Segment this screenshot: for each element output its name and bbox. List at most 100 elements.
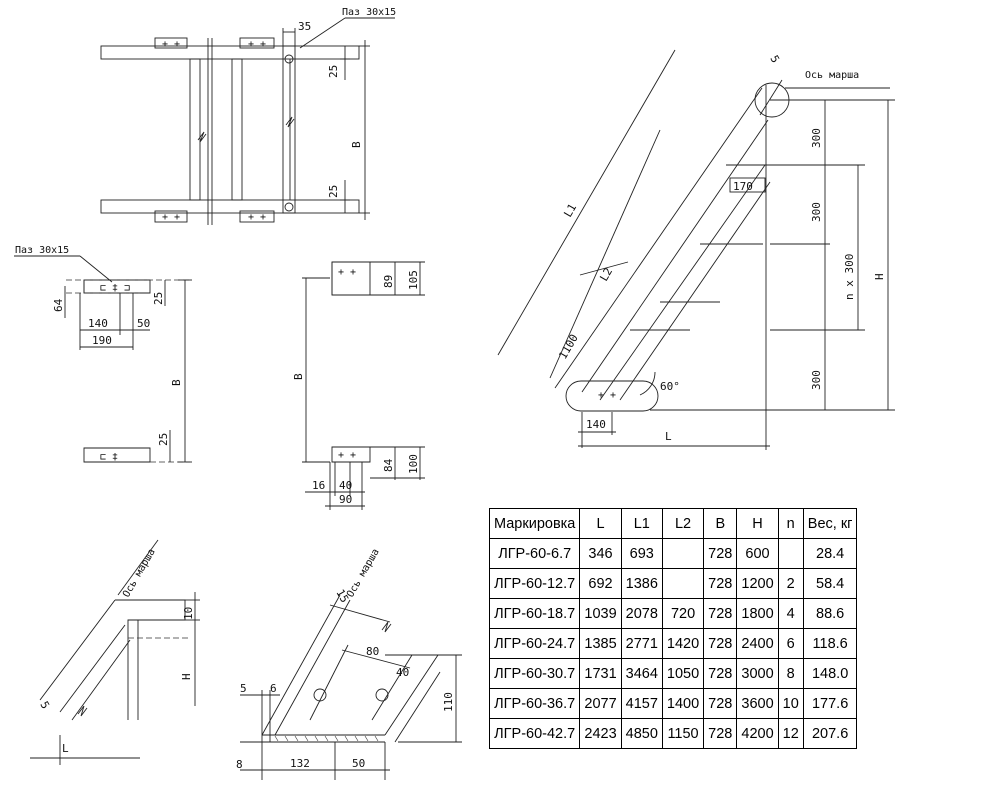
dim-15: 15 xyxy=(333,587,351,605)
cell-marking: ЛГР-60-6.7 xyxy=(488,538,581,569)
dim-25b: 25 xyxy=(327,185,340,198)
cell-h: 1800 xyxy=(736,598,779,629)
dim-140b: 140 xyxy=(586,418,606,431)
dim-8: 8 xyxy=(236,758,243,771)
col-l: L xyxy=(579,508,622,539)
svg-text:⊏ ‡: ⊏ ‡ xyxy=(100,452,118,463)
dim-25d: 25 xyxy=(157,433,170,446)
table-row: ЛГР-60-30.7 1731 3464 1050 728 3000 8 14… xyxy=(488,658,858,689)
cell-l2 xyxy=(661,538,705,569)
cell-n: 12 xyxy=(777,718,804,749)
cell-marking: ЛГР-60-36.7 xyxy=(488,688,581,719)
dim-l1: L1 xyxy=(561,202,579,220)
col-l2: L2 xyxy=(661,508,705,539)
dim-50b: 50 xyxy=(352,757,365,770)
cell-l1: 1386 xyxy=(620,568,663,599)
march-axis-top: Ось марша xyxy=(805,70,859,81)
cell-weight: 88.6 xyxy=(802,598,858,629)
cell-h: 3600 xyxy=(736,688,779,719)
dim-5c: 5 xyxy=(240,682,247,695)
cell-weight: 207.6 xyxy=(802,718,858,749)
cell-b: 728 xyxy=(703,538,738,569)
cell-h: 2400 xyxy=(736,628,779,659)
cell-b: 728 xyxy=(703,628,738,659)
cell-l2: 1420 xyxy=(661,628,705,659)
cell-l1: 4157 xyxy=(620,688,663,719)
dim-50: 50 xyxy=(137,317,150,330)
dim-40b: 40 xyxy=(396,666,409,679)
cell-b: 728 xyxy=(703,658,738,689)
table-row: ЛГР-60-36.7 2077 4157 1400 728 3600 10 1… xyxy=(488,688,858,719)
cell-l2: 1150 xyxy=(661,718,705,749)
cell-n: 8 xyxy=(777,658,804,689)
dim-100: 100 xyxy=(407,454,420,474)
dim-10: 10 xyxy=(182,607,195,620)
dim-300b: 300 xyxy=(810,202,823,222)
dim-90: 90 xyxy=(339,493,352,506)
table-row: ЛГР-60-42.7 2423 4850 1150 728 4200 12 2… xyxy=(488,718,858,749)
dim-132: 132 xyxy=(290,757,310,770)
cell-marking: ЛГР-60-30.7 xyxy=(488,658,581,689)
stringer-profile: ⊏ ‡ ⊐ ⊏ ‡ B 25 25 64 140 50 190 Паз 30х1… xyxy=(14,245,192,463)
dim-h-elev: H xyxy=(873,273,886,280)
angle-label: 60° xyxy=(660,380,680,393)
groove-label-top: Паз 30х15 xyxy=(342,7,396,18)
cell-n: 2 xyxy=(777,568,804,599)
cell-weight: 148.0 xyxy=(802,658,858,689)
dim-300a: 300 xyxy=(810,128,823,148)
svg-text:+ +: + + xyxy=(598,390,616,401)
svg-text:+ +: + + xyxy=(338,450,356,461)
plan-view: + + + + + + + + 25 25 B 35 Паз 30х15 xyxy=(100,7,396,225)
cell-l1: 2771 xyxy=(620,628,663,659)
col-l1: L1 xyxy=(620,508,663,539)
dim-170: 170 xyxy=(733,180,753,193)
dim-140: 140 xyxy=(88,317,108,330)
dim-6: 6 xyxy=(270,682,277,695)
end-view: + + + + B 89 105 84 100 16 40 90 xyxy=(292,261,425,510)
detail-center: 80 40 Ось марша 15 110 5 6 8 132 50 xyxy=(236,547,462,780)
svg-text:⊏ ‡ ⊐: ⊏ ‡ ⊐ xyxy=(100,283,130,294)
cell-n: 6 xyxy=(777,628,804,659)
dim-b-plan: B xyxy=(350,141,363,148)
col-marking: Маркировка xyxy=(488,508,581,539)
svg-text:+ +: + + xyxy=(162,39,180,50)
dim-89: 89 xyxy=(382,275,395,288)
svg-text:+ +: + + xyxy=(248,212,266,223)
svg-text:+ +: + + xyxy=(248,39,266,50)
dim-80: 80 xyxy=(366,645,379,658)
cell-l: 346 xyxy=(579,538,622,569)
cell-l2 xyxy=(661,568,705,599)
col-h: H xyxy=(736,508,779,539)
cell-marking: ЛГР-60-12.7 xyxy=(488,568,581,599)
cell-weight: 58.4 xyxy=(802,568,858,599)
cell-weight: 118.6 xyxy=(802,628,858,659)
cell-h: 1200 xyxy=(736,568,779,599)
dim-110: 110 xyxy=(442,692,455,712)
dim-l-elev: L xyxy=(665,430,672,443)
col-n: n xyxy=(777,508,804,539)
dim-16: 16 xyxy=(312,479,325,492)
table-row: ЛГР-60-24.7 1385 2771 1420 728 2400 6 11… xyxy=(488,628,858,659)
dim-25c: 25 xyxy=(152,292,165,305)
col-b: B xyxy=(703,508,738,539)
dim-105: 105 xyxy=(407,270,420,290)
march-axis-bl: Ось марша xyxy=(121,547,158,599)
dim-b-end: B xyxy=(292,373,305,380)
cell-marking: ЛГР-60-42.7 xyxy=(488,718,581,749)
cell-l: 1039 xyxy=(579,598,622,629)
dim-84: 84 xyxy=(382,458,395,472)
cell-marking: ЛГР-60-18.7 xyxy=(488,598,581,629)
dim-190: 190 xyxy=(92,334,112,347)
cell-h: 4200 xyxy=(736,718,779,749)
cell-h: 600 xyxy=(736,538,779,569)
detail-left: 10 H Ось марша 5 L xyxy=(30,539,200,765)
table-row: ЛГР-60-18.7 1039 2078 720 728 1800 4 88.… xyxy=(488,598,858,629)
col-weight: Вес, кг xyxy=(802,508,858,539)
dim-64: 64 xyxy=(52,298,65,312)
table-row: ЛГР-60-12.7 692 1386 728 1200 2 58.4 xyxy=(488,568,858,599)
table-row: ЛГР-60-6.7 346 693 728 600 28.4 xyxy=(488,538,858,569)
dim-40: 40 xyxy=(339,479,352,492)
specification-table: Маркировка L L1 L2 B H n Вес, кг ЛГР-60-… xyxy=(488,508,858,749)
cell-l1: 4850 xyxy=(620,718,663,749)
